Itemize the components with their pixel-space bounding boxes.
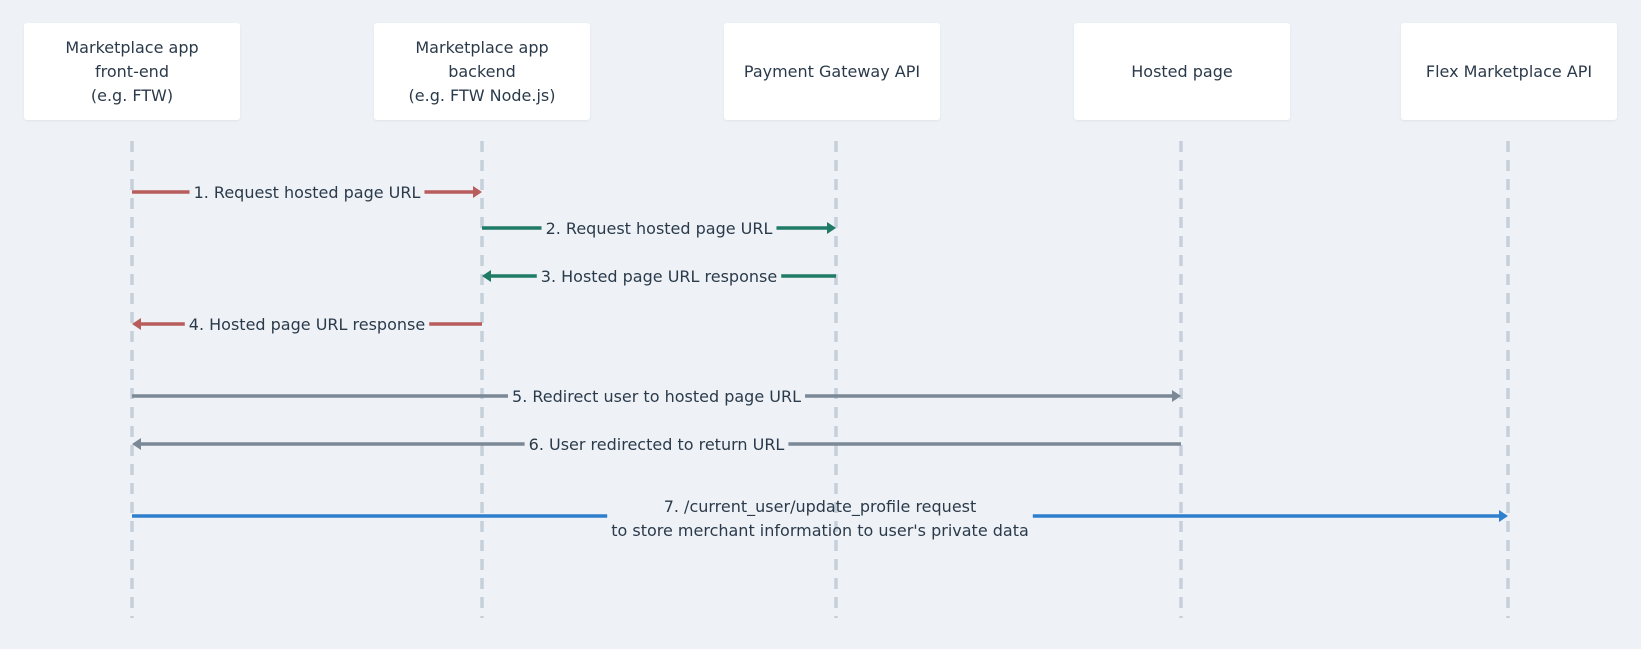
- arrowhead-icon: [132, 438, 141, 450]
- message-4: 4. Hosted page URL response: [132, 315, 482, 334]
- message-3: 3. Hosted page URL response: [482, 267, 836, 286]
- message-1: 1. Request hosted page URL: [132, 183, 482, 202]
- arrowhead-icon: [827, 222, 836, 234]
- message-5: 5. Redirect user to hosted page URL: [132, 387, 1181, 406]
- message-2: 2. Request hosted page URL: [482, 219, 836, 238]
- arrowhead-icon: [1499, 510, 1508, 522]
- participant-flex-api: Flex Marketplace API: [1401, 23, 1617, 120]
- message-label: 6. User redirected to return URL: [529, 435, 785, 454]
- participant-payment-gateway: Payment Gateway API: [724, 23, 940, 120]
- message-label: 1. Request hosted page URL: [194, 183, 421, 202]
- participant-hosted-page: Hosted page: [1074, 23, 1290, 120]
- message-label: 3. Hosted page URL response: [541, 267, 777, 286]
- participant-frontend: Marketplace app front-end (e.g. FTW): [24, 23, 240, 120]
- arrowhead-icon: [1172, 390, 1181, 402]
- arrowhead-icon: [473, 186, 482, 198]
- arrowhead-icon: [482, 270, 491, 282]
- message-label: 2. Request hosted page URL: [546, 219, 773, 238]
- arrowhead-icon: [132, 318, 141, 330]
- message-label: 4. Hosted page URL response: [189, 315, 425, 334]
- message-label: 5. Redirect user to hosted page URL: [512, 387, 801, 406]
- message-6: 6. User redirected to return URL: [132, 435, 1181, 454]
- participant-backend: Marketplace app backend (e.g. FTW Node.j…: [374, 23, 590, 120]
